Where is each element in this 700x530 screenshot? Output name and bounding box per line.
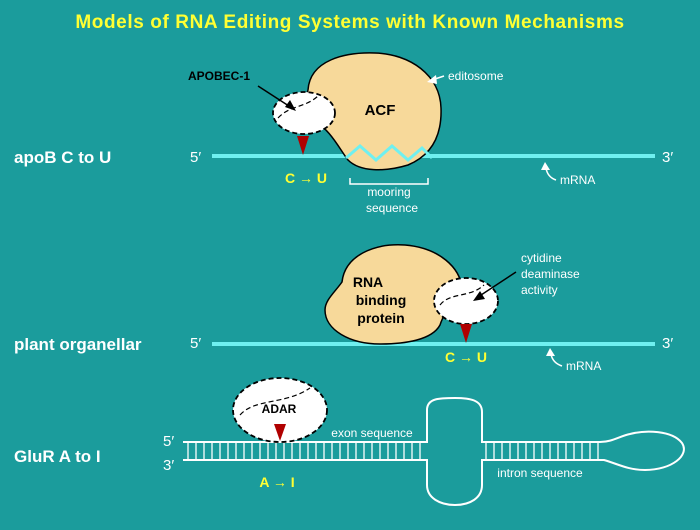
panel2-editing-site: [460, 324, 472, 343]
deaminase-inner-dash: [439, 284, 485, 306]
apobec1-inner-dash: [277, 95, 319, 119]
adar-shape: [232, 377, 328, 443]
panel3-five-prime: 5′: [163, 433, 174, 450]
editosome-label: editosome: [448, 69, 504, 83]
mooring-zigzag: [345, 144, 434, 162]
exon-sequence-label: exon sequence: [331, 426, 413, 440]
apobec1-label: APOBEC-1: [188, 69, 250, 83]
mooring-bracket: [349, 178, 429, 185]
mooring-label-line1: mooring: [367, 185, 410, 199]
apobec1-arrow: [257, 85, 293, 109]
rbp-label-line1: RNA: [353, 274, 383, 290]
deaminase-arrowhead: [473, 291, 485, 301]
panel3-edit-label: A → I: [259, 474, 294, 490]
deaminase-label-line3: activity: [521, 283, 558, 297]
panel3-row-label: GluR A to I: [14, 447, 101, 466]
apobec1-arrowhead: [285, 100, 296, 111]
rbp-label-line2: binding: [356, 292, 407, 308]
deaminase-label-line2: deaminase: [521, 267, 580, 281]
acf-label: ACF: [365, 102, 396, 119]
diagram-title: Models of RNA Editing Systems with Known…: [75, 12, 624, 33]
top-rna-strand: [183, 396, 685, 507]
panel1-mrna-label: mRNA: [560, 173, 595, 187]
cytidine-deaminase-shape: [433, 277, 499, 325]
rbp-label-line3: protein: [357, 310, 404, 326]
apobec1-shape: [272, 91, 336, 135]
intron-sequence-label: intron sequence: [497, 466, 583, 480]
panel1-editing-site: [297, 136, 309, 155]
editosome-arrowhead: [427, 75, 437, 84]
panel2-row-label: plant organellar: [14, 335, 142, 354]
adar-label: ADAR: [262, 402, 297, 416]
panel3-editing-site: [274, 424, 286, 441]
panel2-mrna-arrowhead: [546, 348, 555, 356]
panel-apob: apoB C to U 5′ 3′ ACF APOBEC-1 C → U edi…: [14, 52, 673, 215]
panel-plant: plant organellar 5′ 3′ RNA binding prote…: [14, 244, 673, 373]
panel1-three-prime: 3′: [662, 149, 673, 166]
base-pair-ticks: [187, 443, 599, 459]
deaminase-arrow: [477, 271, 517, 298]
adar-inner-dash: [239, 387, 311, 416]
rna-binding-protein-shape: [324, 244, 463, 345]
panel3-three-prime: 3′: [163, 457, 174, 474]
panel1-five-prime: 5′: [190, 149, 201, 166]
mooring-label-line2: sequence: [366, 201, 418, 215]
panel2-five-prime: 5′: [190, 335, 201, 352]
panel1-row-label: apoB C to U: [14, 148, 111, 167]
panel-glur: GluR A to I 5′ 3′ ADAR A → I exon sequen…: [14, 377, 685, 507]
panel2-mrna-label: mRNA: [566, 359, 601, 373]
panel2-three-prime: 3′: [662, 335, 673, 352]
panel1-mrna-arrowhead: [541, 162, 550, 170]
deaminase-label-line1: cytidine: [521, 251, 562, 265]
panel2-edit-label: C → U: [445, 349, 487, 365]
panel1-edit-label: C → U: [285, 170, 327, 186]
